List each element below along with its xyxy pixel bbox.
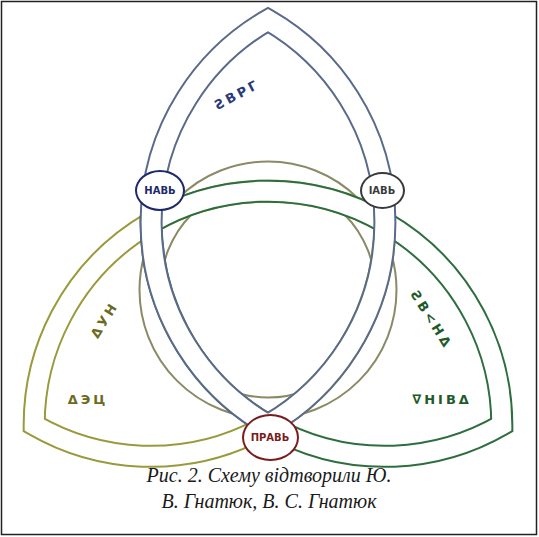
circle-label: ПРАВЬ	[251, 432, 290, 443]
circle-label: ІАВЬ	[369, 185, 396, 196]
right-lobe-edge	[151, 191, 502, 456]
top-lobe-band	[151, 20, 385, 425]
left-lobe-band	[34, 191, 385, 456]
triquetra-knot	[34, 20, 502, 456]
world-circle: ПРАВЬ	[242, 414, 299, 461]
right-lobe-band	[151, 191, 502, 456]
world-circle: НАВЬ	[135, 170, 185, 211]
rune-inscription: ∇НІВΔ	[412, 393, 472, 407]
left-lobe-edge	[34, 191, 385, 456]
world-circle: ІАВЬ	[360, 172, 405, 209]
rune-inscription: ΔЭЦ	[68, 393, 109, 407]
top-lobe-edge	[151, 20, 385, 425]
figure-caption: Рис. 2. Схему відтворили Ю. В. Гнатюк, В…	[109, 462, 429, 514]
circle-label: НАВЬ	[144, 185, 175, 196]
